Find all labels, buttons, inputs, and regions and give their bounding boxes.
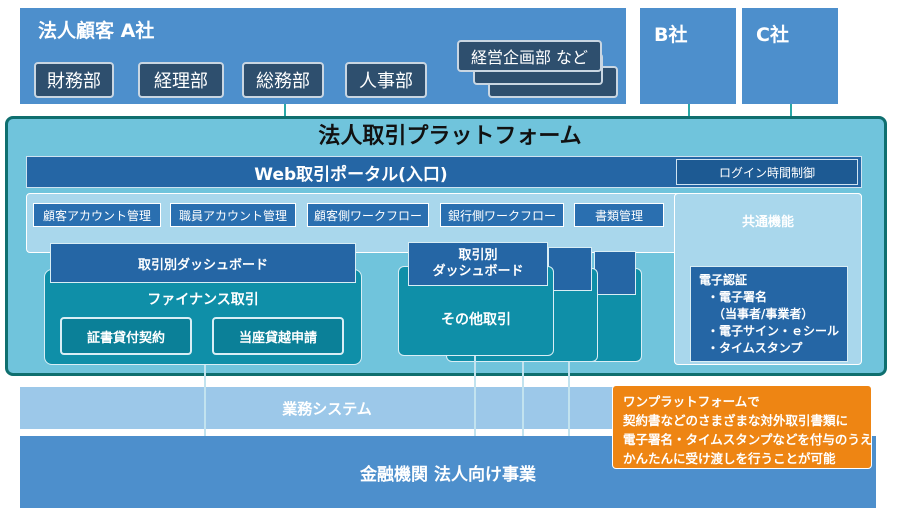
- esign-line-parties: （当事者/事業者）: [713, 307, 814, 321]
- finance-transactions-label: ファイナンス取引: [147, 292, 259, 308]
- department-accounting: 経理部: [138, 62, 224, 98]
- esign-title: 電子認証: [699, 273, 748, 287]
- financial-institution-label: 金融機関 法人向け事業: [360, 464, 536, 485]
- connector-other-3: [568, 362, 570, 437]
- department-finance: 財務部: [34, 62, 114, 98]
- common-functions-label: 共通機能: [741, 214, 794, 230]
- platform-title: 法人取引プラットフォーム: [318, 124, 582, 149]
- other-transactions-dashboard-header: 取引別 ダッシュボード: [408, 242, 548, 286]
- finance-item-overdraft-application: 当座貸越申請: [212, 317, 344, 355]
- department-planning-etc: 経営企画部 など: [457, 40, 602, 72]
- business-system-label: 業務システム: [282, 399, 372, 418]
- finance-dashboard-header: 取引別ダッシュボード: [50, 243, 356, 283]
- esign-line-timestamp: ・タイムスタンプ: [707, 341, 803, 355]
- web-portal-label: Web取引ポータル(入口): [254, 164, 448, 185]
- finance-item-loan-contract: 証書貸付契約: [60, 317, 192, 355]
- other-transactions-card-middle-header: [548, 247, 592, 291]
- other-transactions-card-back-header: [594, 251, 636, 295]
- function-customer-workflow: 顧客側ワークフロー: [307, 203, 429, 227]
- business-system-bar: [20, 387, 634, 429]
- electronic-authentication-box: 電子認証 ・電子署名 （当事者/事業者） ・電子サイン・ｅシール ・タイムスタン…: [690, 266, 848, 362]
- other-dashboard-line-2: ダッシュボード: [432, 264, 524, 279]
- function-staff-account-management: 職員アカウント管理: [170, 203, 296, 227]
- other-transactions-label: その他取引: [441, 312, 511, 328]
- callout-line-1: ワンプラットフォームで: [623, 394, 760, 409]
- client-company-b-title: B社: [654, 24, 688, 46]
- client-company-c-title: C社: [756, 24, 789, 46]
- connector-other-2: [522, 362, 524, 437]
- connector-finance: [204, 365, 206, 437]
- function-customer-account-management: 顧客アカウント管理: [33, 203, 161, 227]
- client-company-a-title: 法人顧客 A社: [38, 20, 155, 42]
- department-general-affairs: 総務部: [242, 62, 324, 98]
- connector-other-1: [474, 356, 476, 437]
- client-company-b: B社: [640, 8, 736, 104]
- callout-line-4: かんたんに受け渡しを行うことが可能: [623, 451, 836, 466]
- client-company-c: C社: [742, 8, 838, 104]
- other-dashboard-line-1: 取引別: [458, 248, 498, 263]
- callout-line-2: 契約書などのさまざまな対外取引書類に: [623, 413, 849, 428]
- callout-line-3: 電子署名・タイムスタンプなどを付与のうえ: [623, 432, 873, 447]
- esign-line-esign-eseal: ・電子サイン・ｅシール: [707, 324, 840, 338]
- function-document-management: 書類管理: [574, 203, 664, 227]
- department-hr: 人事部: [345, 62, 427, 98]
- callout-note: ワンプラットフォームで 契約書などのさまざまな対外取引書類に 電子署名・タイムス…: [612, 385, 872, 469]
- login-time-control: ログイン時間制御: [676, 159, 858, 185]
- function-bank-workflow: 銀行側ワークフロー: [440, 203, 564, 227]
- esign-line-signature: ・電子署名: [707, 290, 768, 304]
